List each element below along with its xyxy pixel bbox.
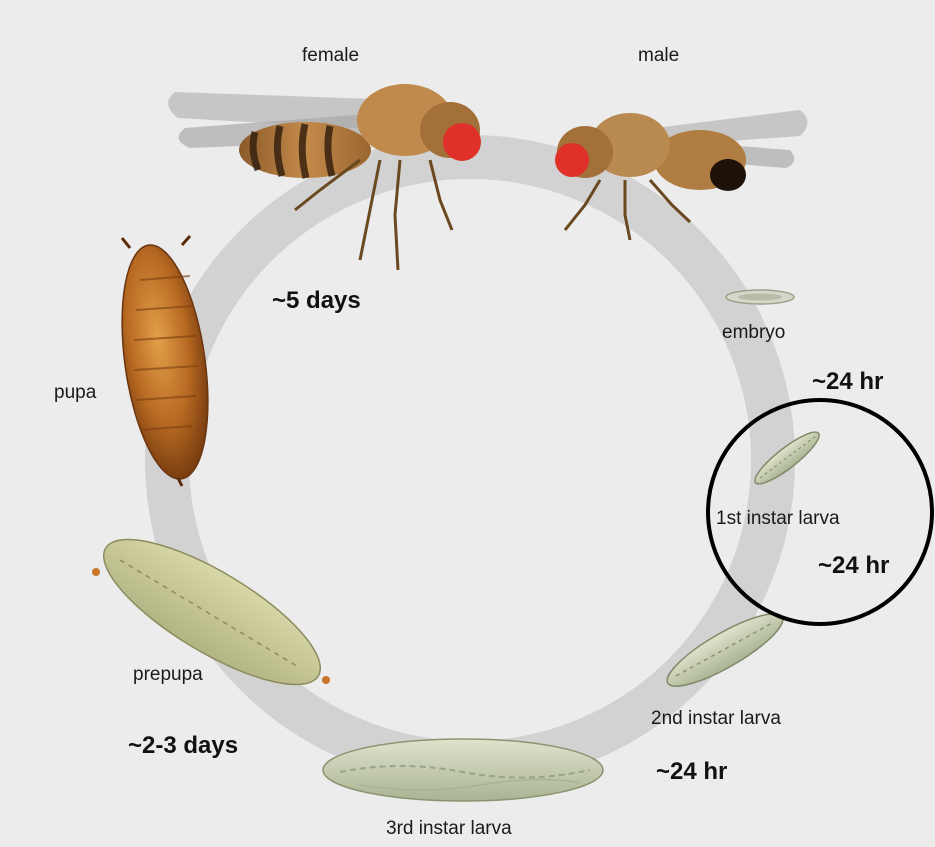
label-first-instar-larva: 1st instar larva [716,508,840,530]
male-eye [555,143,589,177]
duration-second-to-third-instar: ~24 hr [656,758,727,786]
duration-pupa-to-adult: ~5 days [272,287,361,315]
female-eye [443,123,481,161]
label-second-instar-larva: 2nd instar larva [651,708,781,730]
duration-third-instar-to-pupa: ~2-3 days [128,732,238,760]
label-embryo: embryo [722,322,785,344]
label-prepupa: prepupa [133,664,203,686]
label-pupa: pupa [54,382,96,404]
label-female: female [302,45,359,67]
embryo-image [726,290,794,304]
third-instar-larva-image [323,739,603,801]
label-male: male [638,45,679,67]
duration-embryo-to-first-instar: ~24 hr [812,368,883,396]
duration-first-to-second-instar: ~24 hr [818,552,889,580]
label-third-instar-larva: 3rd instar larva [386,818,512,840]
